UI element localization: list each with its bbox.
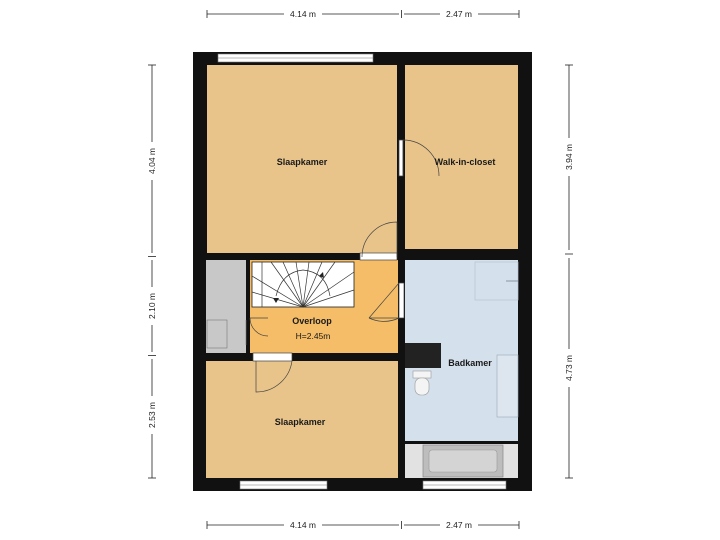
dim-label-right-top: 3.94 m [564,144,574,170]
dim-label-right-bottom: 4.73 m [564,355,574,381]
interior-walls [193,52,532,478]
door-storage [249,317,269,337]
bathroom-fixtures [405,261,519,478]
staircase [251,261,355,308]
door-bathroom [368,282,400,322]
room-label-walk-in-closet: Walk-in-closet [435,157,496,167]
shower-tray [474,261,519,301]
dim-label-bottom-right: 2.47 m [446,520,472,530]
storage-cabinet [206,319,228,349]
toilet-bowl [414,377,430,396]
door-bedroom-top [361,221,398,258]
sink-vanity [496,354,519,418]
room-label-bathroom: Badkamer [448,358,492,368]
windows [217,53,507,490]
toilet-tank [412,370,432,379]
room-label-landing: Overloop [292,316,332,326]
room-storage [206,260,246,353]
room-bedroom-bottom [206,361,398,478]
dim-label-top-left: 4.14 m [290,9,316,19]
room-label-bedroom-top: Slaapkamer [277,157,328,167]
room-height-landing: H=2.45m [296,331,331,341]
dim-label-left-middle: 2.10 m [147,293,157,319]
room-bedroom-top [207,65,397,253]
doors [249,139,440,393]
room-label-bedroom-bottom: Slaapkamer [275,417,326,427]
door-bedroom-bottom [255,360,293,393]
dim-label-left-top: 4.04 m [147,148,157,174]
door-walk-in-closet [402,139,440,177]
room-walk-in-closet [405,65,518,249]
dim-label-left-bottom: 2.53 m [147,402,157,428]
dim-label-top-right: 2.47 m [446,9,472,19]
bathroom-cabinet [405,343,441,368]
dim-label-bottom-left: 4.14 m [290,520,316,530]
